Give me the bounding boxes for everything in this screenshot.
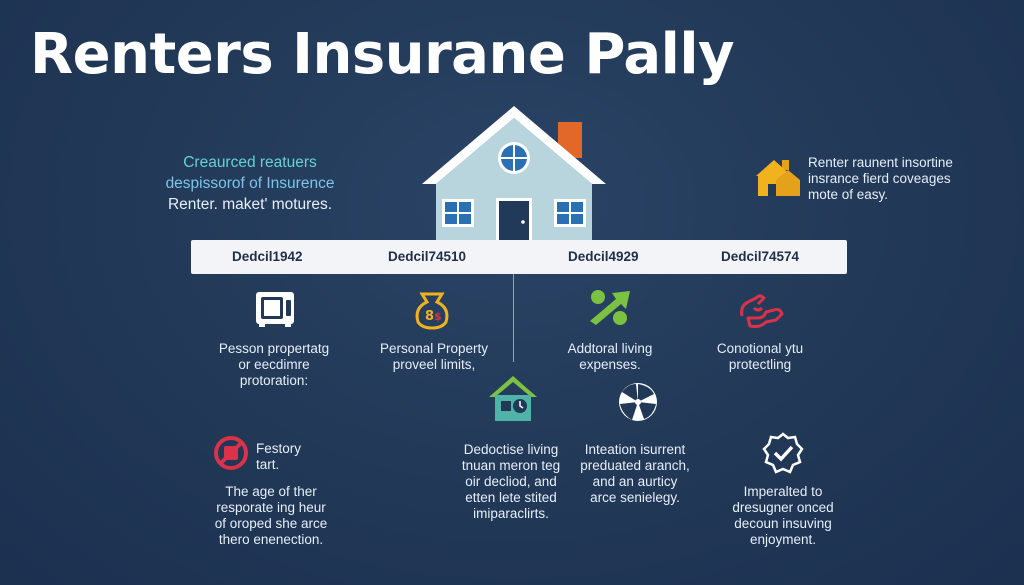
intro-right-line: Renter raunent insortine xyxy=(808,155,953,170)
intro-right-text: Renter raunent insortine insrance fierd … xyxy=(808,155,998,203)
bandaged-hand-icon xyxy=(736,288,786,330)
coverage-caption: Dedoctise living tnuan meron teg oir dec… xyxy=(446,442,576,522)
caption-line: preduated aranch, xyxy=(580,458,690,473)
svg-text:8: 8 xyxy=(425,309,434,324)
intro-left-line: Renter. maket' motures. xyxy=(167,196,333,213)
caption-line: protoration: xyxy=(239,373,309,388)
svg-text:$: $ xyxy=(434,310,442,323)
caption-line: Conotional ytu xyxy=(716,341,804,356)
intro-left-line: Creaurced reatuers xyxy=(183,154,317,171)
coverage-caption: Addtoral living expenses. xyxy=(540,341,680,373)
caption-line: tnuan meron teg xyxy=(461,458,561,473)
connector-line xyxy=(513,274,514,362)
caption-line: imiparaclirts. xyxy=(473,506,549,521)
caption-line: or eecdimre xyxy=(238,357,310,372)
money-bag-icon: 8 $ xyxy=(410,288,454,330)
intro-right-line: mote of easy. xyxy=(808,187,889,202)
deductible-label: Dedcil74574 xyxy=(721,249,800,264)
coverage-caption: Inteation isurrent preduated aranch, and… xyxy=(570,442,700,506)
page-title: Renters Insurane Pally xyxy=(30,22,735,87)
safe-icon xyxy=(253,288,297,328)
caption-line: expenses. xyxy=(579,357,641,372)
caption-line: arce senielegy. xyxy=(590,490,680,505)
deductible-label: Dedcil74510 xyxy=(388,249,467,264)
feature-label: Festory tart. xyxy=(256,441,336,473)
caption-line: oir decliod, and xyxy=(465,474,557,489)
caption-line: resporate ing heur xyxy=(216,500,326,515)
caption-line: Inteation isurrent xyxy=(584,442,686,457)
caption-line: Dedoctise living xyxy=(463,442,559,457)
caption-line: decoun insuving xyxy=(734,516,832,531)
deductible-label: Dedcil1942 xyxy=(232,249,303,264)
house-shield-icon xyxy=(487,373,539,423)
label-line: tart. xyxy=(256,457,280,472)
coverage-caption: The age of ther resporate ing heur of or… xyxy=(206,484,336,548)
caption-line: Imperalted to xyxy=(743,484,823,499)
label-line: Festory xyxy=(256,441,302,456)
caption-line: and an aurticy xyxy=(592,474,678,489)
shutter-icon xyxy=(616,380,660,424)
intro-right-line: insrance fierd coveages xyxy=(808,171,951,186)
caption-line: etten lete stited xyxy=(465,490,557,505)
caption-line: Addtoral living xyxy=(567,341,653,356)
coverage-caption: Conotional ytu protectling xyxy=(690,341,830,373)
yellow-house-icon xyxy=(754,156,802,198)
coverage-caption: Pesson propertatg or eecdimre protoratio… xyxy=(204,341,344,389)
caption-line: proveel limits, xyxy=(392,357,476,372)
arrow-up-icon xyxy=(586,287,634,327)
caption-line: dresugner onced xyxy=(732,500,834,515)
intro-left-text: Creaurced reatuers despissorof of Insure… xyxy=(150,152,350,215)
caption-line: thero enenection. xyxy=(218,532,324,547)
caption-line: enjoyment. xyxy=(749,532,817,547)
intro-left-line: despissorof of Insurence xyxy=(165,175,335,192)
shield-check-icon xyxy=(762,432,804,476)
caption-line: Pesson propertatg xyxy=(218,341,330,356)
no-entry-icon xyxy=(213,435,249,471)
deductible-label: Dedcil4929 xyxy=(568,249,639,264)
caption-line: The age of ther xyxy=(225,484,317,499)
caption-line: Personal Property xyxy=(379,341,489,356)
deductible-bar xyxy=(191,240,847,274)
caption-line: of oroped she arce xyxy=(214,516,328,531)
caption-line: protectling xyxy=(728,357,792,372)
coverage-caption: Imperalted to dresugner onced decoun ins… xyxy=(718,484,848,548)
house-icon xyxy=(418,104,610,244)
coverage-caption: Personal Property proveel limits, xyxy=(364,341,504,373)
